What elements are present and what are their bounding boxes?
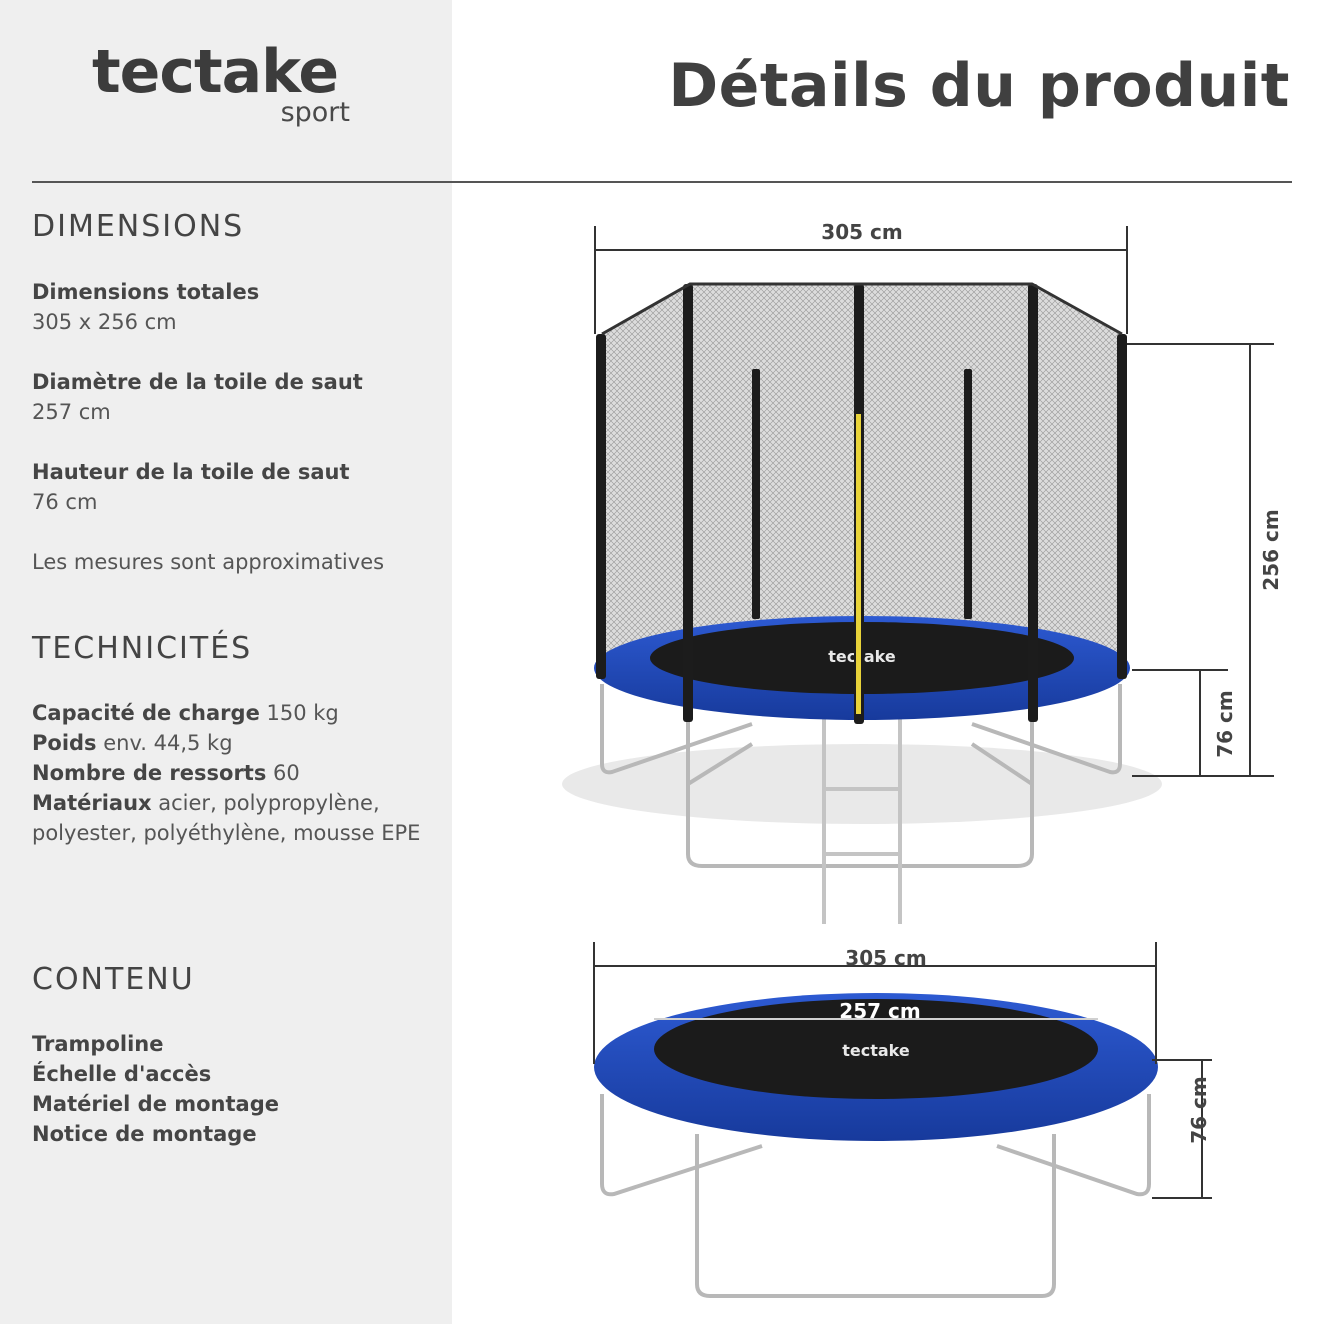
mat-diameter-label: 257 cm xyxy=(839,999,920,1023)
dimension-width-top xyxy=(594,226,1128,334)
page-title: Détails du produit xyxy=(668,51,1290,121)
mat-brand-bottom: tectake xyxy=(842,1041,910,1060)
dimension-width-bottom xyxy=(593,942,1157,1064)
trampoline-with-net: tectake xyxy=(562,282,1162,924)
spec-label: Nombre de ressorts xyxy=(32,761,267,785)
list-item: Matériel de montage xyxy=(32,1092,279,1116)
mat-height-label-bottom: 76 cm xyxy=(1187,1076,1211,1144)
width-label-top: 305 cm xyxy=(821,220,902,244)
sidebar xyxy=(0,0,452,1324)
spec-value: 150 kg xyxy=(266,701,339,725)
spec-label: Diamètre de la toile de saut xyxy=(32,370,363,394)
spec-springs: Nombre de ressorts 60 xyxy=(32,758,422,788)
dimension-height-bottom xyxy=(1152,1059,1212,1199)
dimensions-note: Les mesures sont approximatives xyxy=(32,550,385,574)
technical-heading: TECHNICITÉS xyxy=(32,631,253,666)
spec-value: 257 cm xyxy=(32,400,111,424)
total-height-label: 256 cm xyxy=(1259,509,1283,590)
spec-value: 76 cm xyxy=(32,490,98,514)
spec-label: Matériaux xyxy=(32,791,152,815)
dimension-height-total xyxy=(1127,343,1274,777)
spec-label: Hauteur de la toile de saut xyxy=(32,460,350,484)
width-label-bottom: 305 cm xyxy=(845,946,926,970)
spec-mat-diameter: Diamètre de la toile de saut 257 cm xyxy=(32,367,432,427)
spec-label: Poids xyxy=(32,731,97,755)
spec-total-dimensions: Dimensions totales 305 x 256 cm xyxy=(32,277,432,337)
brand-sub: sport xyxy=(280,97,350,128)
mat-height-label-top: 76 cm xyxy=(1213,690,1237,758)
spec-mat-height: Hauteur de la toile de saut 76 cm xyxy=(32,457,432,517)
brand-name: tectake xyxy=(92,37,339,107)
ladder xyxy=(822,719,902,924)
dimensions-heading: DIMENSIONS xyxy=(32,209,245,244)
spec-label: Capacité de charge xyxy=(32,701,260,725)
spec-value: env. 44,5 kg xyxy=(103,731,233,755)
spec-value: 305 x 256 cm xyxy=(32,310,177,334)
contents-heading: CONTENU xyxy=(32,962,195,997)
spec-value: acier, polypropylène, polyester, polyéth… xyxy=(32,791,421,845)
trampoline-diagram: tectake 305 cm 256 cm 76 cm xyxy=(562,220,1283,1298)
spec-materials: Matériaux acier, polypropylène, polyeste… xyxy=(32,788,422,848)
brand-logo: tectake sport xyxy=(92,34,352,134)
spec-value: 60 xyxy=(273,761,300,785)
contents-list: Trampoline Échelle d'accès Matériel de m… xyxy=(32,1029,279,1149)
list-item: Notice de montage xyxy=(32,1122,257,1146)
list-item: Échelle d'accès xyxy=(32,1062,212,1086)
header-divider xyxy=(32,181,1292,183)
trampoline-without-net: 257 cm tectake xyxy=(594,993,1158,1298)
spec-label: Dimensions totales xyxy=(32,280,260,304)
spec-load-capacity: Capacité de charge 150 kg xyxy=(32,698,422,728)
list-item: Trampoline xyxy=(32,1032,164,1056)
spec-weight: Poids env. 44,5 kg xyxy=(32,728,422,758)
